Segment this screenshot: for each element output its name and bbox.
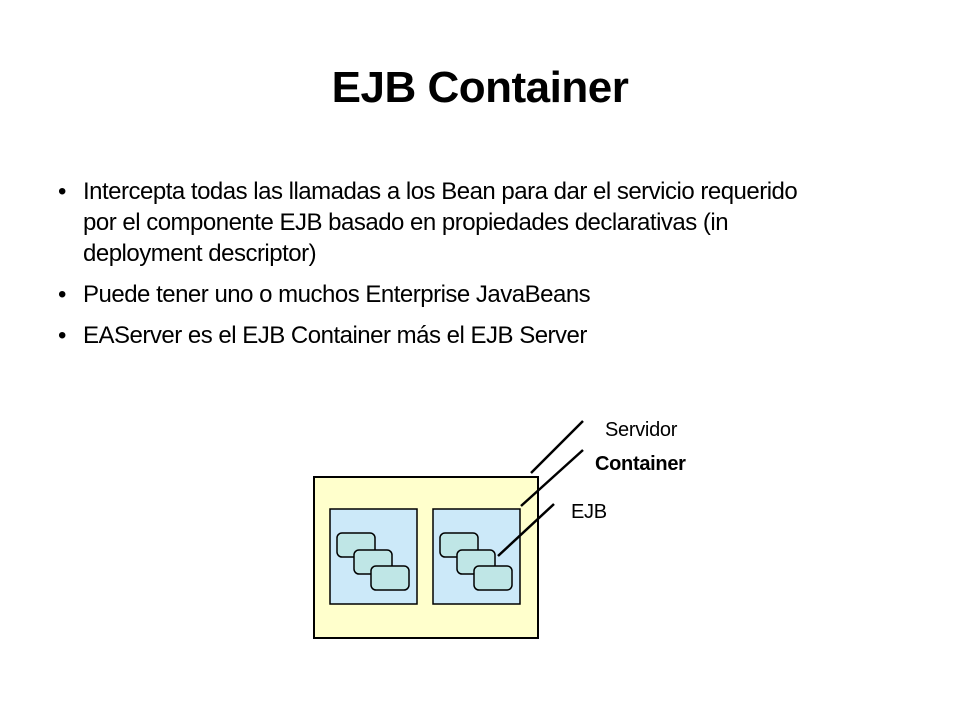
server-leader-line	[530, 420, 584, 474]
ejb-label: EJB	[571, 501, 607, 523]
bullet-item: • Puede tener uno o muchos Enterprise Ja…	[58, 279, 818, 310]
ejb-bean	[370, 565, 410, 591]
bullet-dot-icon: •	[58, 322, 66, 349]
bullet-dot-icon: •	[58, 281, 66, 308]
bullet-text: Puede tener uno o muchos Enterprise Java…	[83, 281, 591, 308]
ejb-leader-line	[497, 503, 555, 557]
ejb-bean	[473, 565, 513, 591]
bullet-item: • Intercepta todas las llamadas a los Be…	[58, 176, 818, 269]
bullet-list: • Intercepta todas las llamadas a los Be…	[58, 176, 818, 361]
bullet-text: EAServer es el EJB Container más el EJB …	[83, 322, 587, 349]
container-label: Container	[595, 453, 686, 475]
bullet-dot-icon: •	[58, 178, 66, 205]
server-label: Servidor	[605, 419, 678, 441]
bullet-text: Intercepta todas las llamadas a los Bean…	[83, 178, 798, 267]
container-leader-line	[520, 449, 584, 507]
bullet-item: • EAServer es el EJB Container más el EJ…	[58, 320, 818, 351]
slide-title: EJB Container	[331, 63, 629, 112]
